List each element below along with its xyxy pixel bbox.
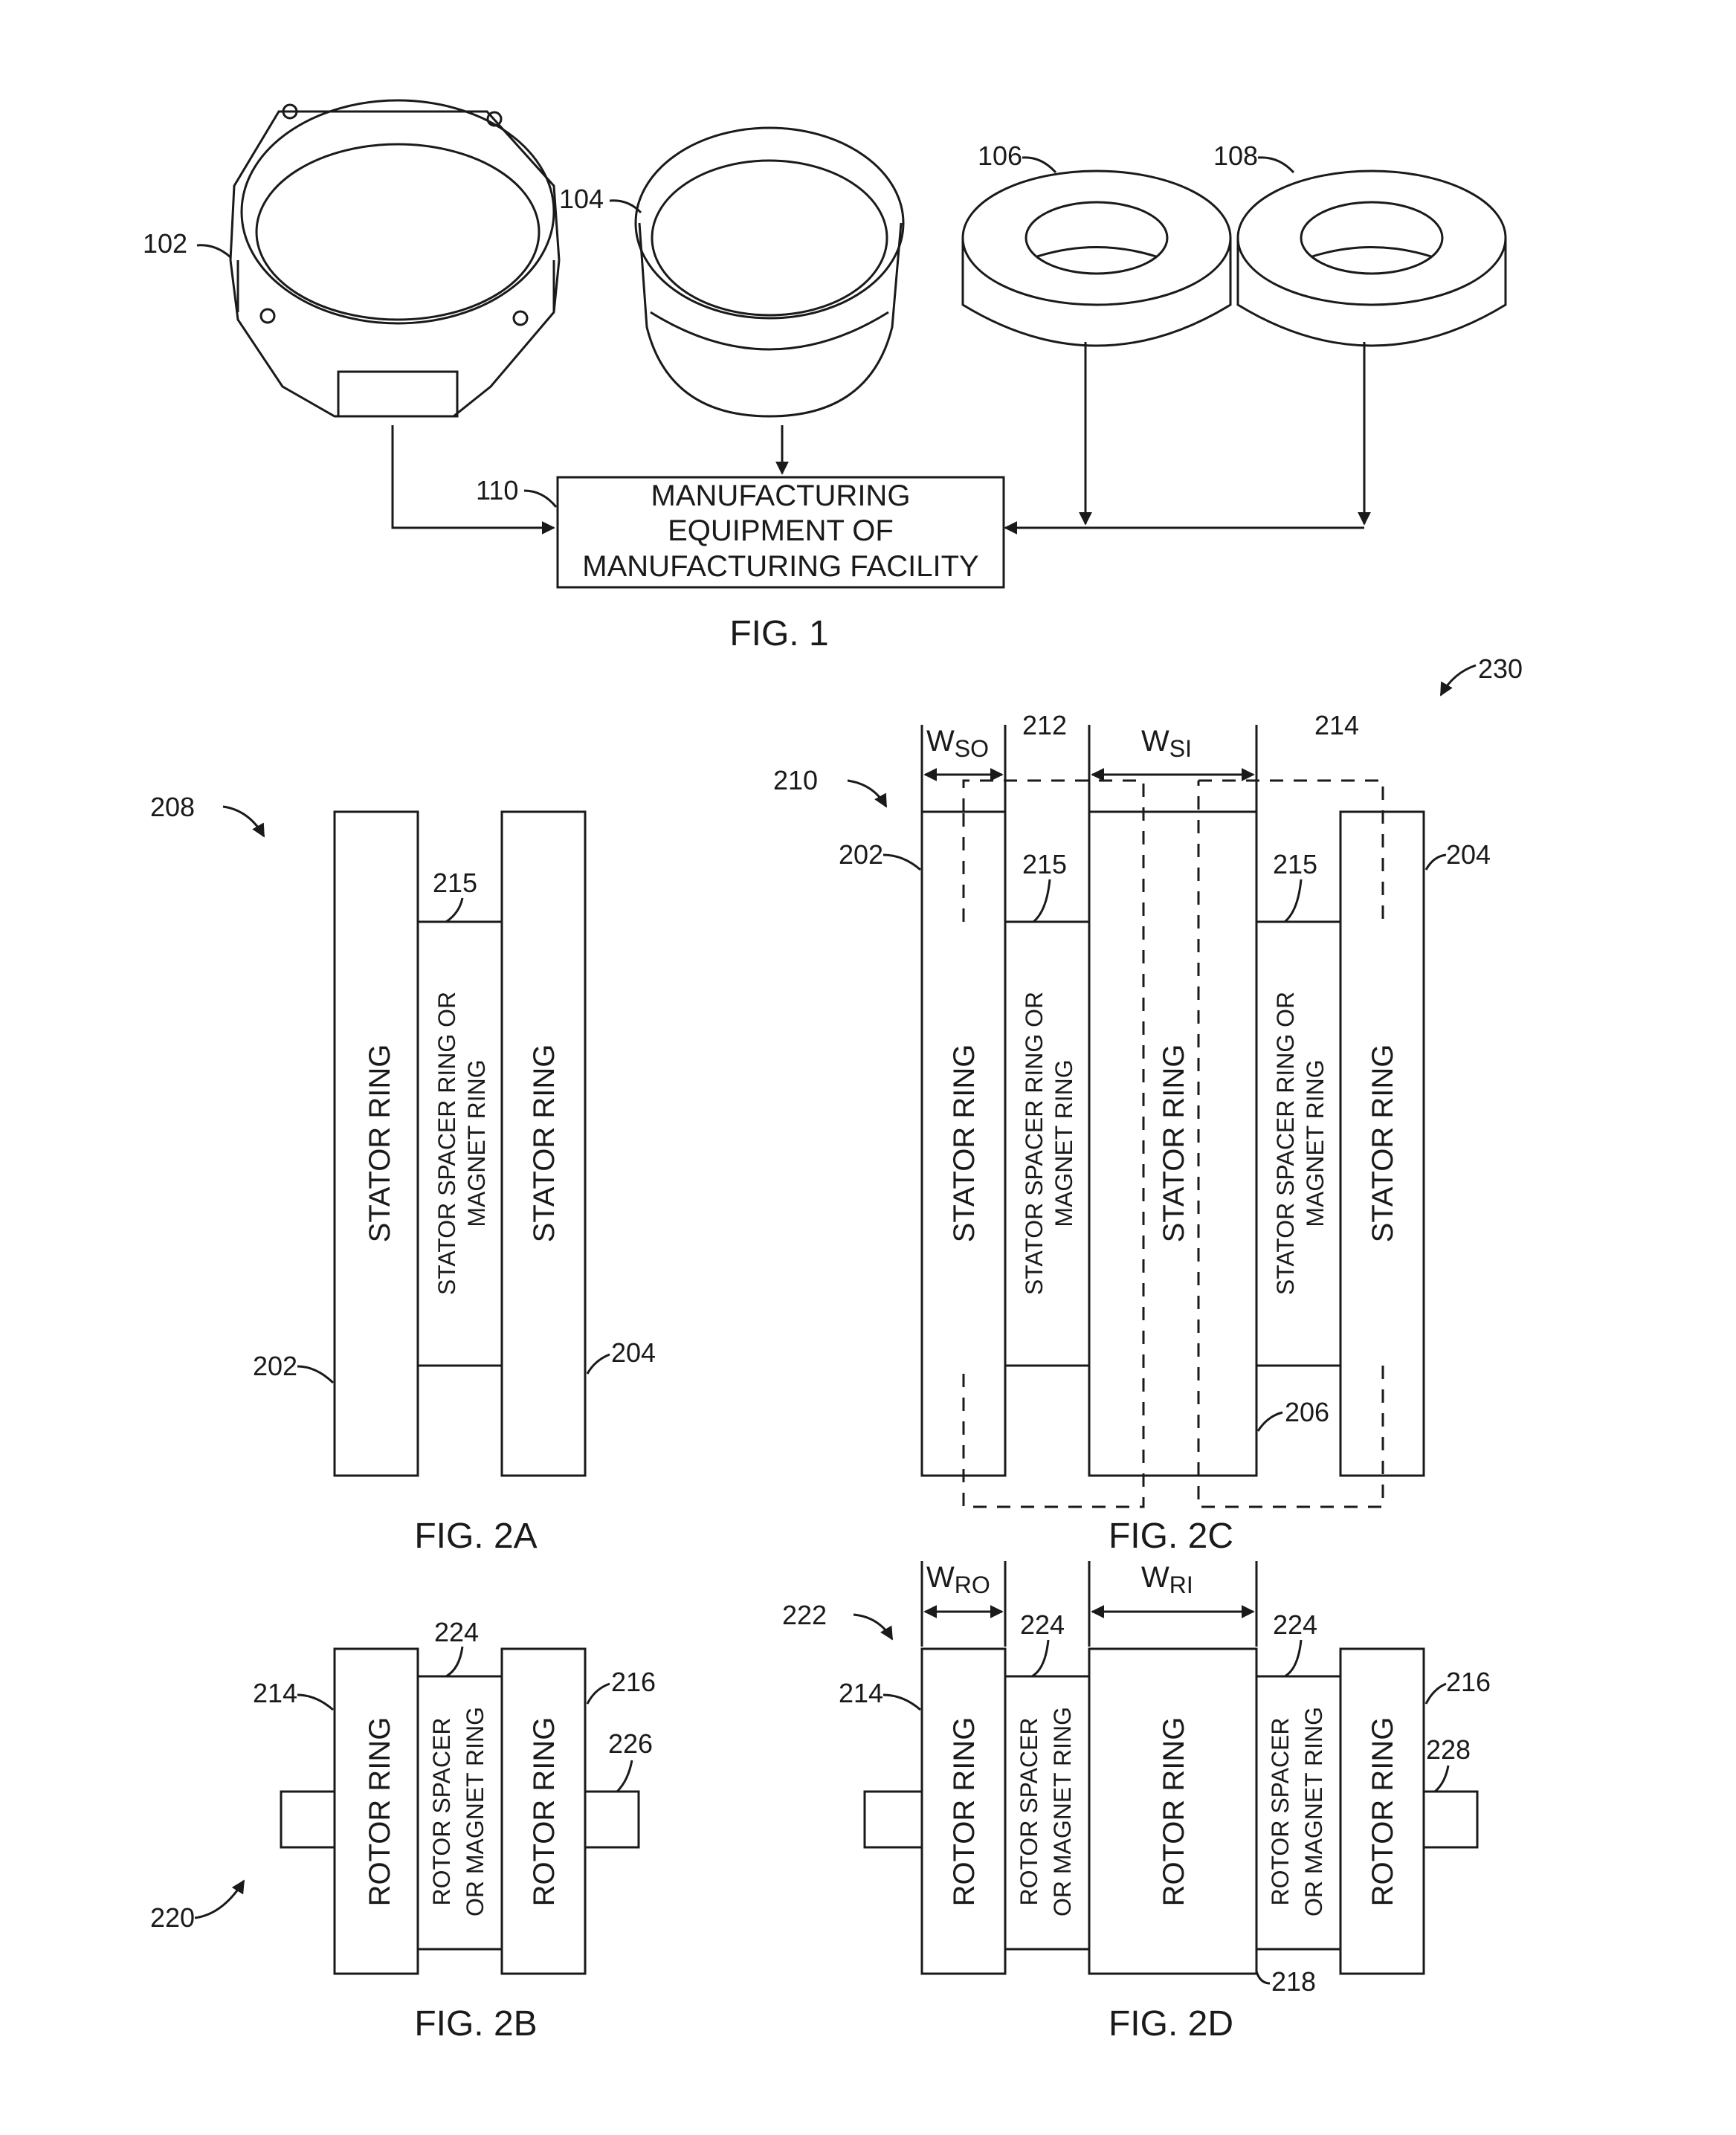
ref-214: 214 xyxy=(1314,710,1359,740)
equipment-line-1: MANUFACTURING xyxy=(651,479,911,512)
rotor-spacer-left-line-2: OR MAGNET RING xyxy=(1049,1707,1076,1916)
ref-214: 214 xyxy=(839,1678,883,1708)
fig2d: 222 WRO WRI ROTOR RING ROTOR RING ROTOR … xyxy=(782,1561,1491,2044)
rotor-spacer-left-line-1: ROTOR SPACER xyxy=(1016,1717,1042,1905)
ref-215: 215 xyxy=(433,868,477,898)
ref-202: 202 xyxy=(253,1351,297,1381)
ref-202: 202 xyxy=(839,839,883,870)
stator-ring-label-right: STATOR RING xyxy=(528,1044,561,1243)
rotor-spacer-right-line-1: ROTOR SPACER xyxy=(1267,1717,1294,1905)
ref-212: 212 xyxy=(1022,710,1067,740)
width-rotor-inner: WRI xyxy=(1141,1561,1193,1598)
fig1: 102 104 106 108 xyxy=(143,100,1506,653)
fig2b: ROTOR RING ROTOR RING ROTOR SPACER OR MA… xyxy=(150,1617,656,2044)
fig2b-caption: FIG. 2B xyxy=(414,2004,537,2044)
ref-218: 218 xyxy=(1271,1966,1316,1997)
rotor-housing-104 xyxy=(636,128,903,416)
ref-214: 214 xyxy=(253,1678,297,1708)
rotor-shaft-right xyxy=(1424,1792,1477,1847)
ref-108: 108 xyxy=(1213,140,1258,171)
ring-108 xyxy=(1238,171,1506,346)
fig2a: 208 STATOR RING STATOR RING STATOR SPACE… xyxy=(150,792,656,1556)
ref-102: 102 xyxy=(143,228,187,259)
ref-215-right: 215 xyxy=(1273,849,1317,879)
ref-224-left: 224 xyxy=(1020,1609,1065,1640)
width-stator-outer: WSO xyxy=(926,725,989,762)
fig2c: 230 210 WSO WSI STATOR RING STATOR RING … xyxy=(773,653,1523,1556)
spacer-label-line-2: MAGNET RING xyxy=(463,1059,490,1227)
ref-224: 224 xyxy=(434,1617,479,1647)
ref-204: 204 xyxy=(1446,839,1491,870)
rotor-shaft-right xyxy=(585,1792,639,1847)
ref-228: 228 xyxy=(1426,1734,1471,1765)
rotor-spacer-line-1: ROTOR SPACER xyxy=(428,1717,455,1905)
equipment-line-2: EQUIPMENT OF xyxy=(668,514,894,547)
rotor-ring-label-3: ROTOR RING xyxy=(1366,1717,1399,1907)
rotor-spacer-line-2: OR MAGNET RING xyxy=(462,1707,488,1916)
fig2a-caption: FIG. 2A xyxy=(414,1517,537,1556)
ref-110: 110 xyxy=(476,475,518,506)
ref-216: 216 xyxy=(1446,1667,1491,1697)
ref-220: 220 xyxy=(150,1902,195,1933)
fig2d-caption: FIG. 2D xyxy=(1109,2004,1233,2044)
ref-208: 208 xyxy=(150,792,195,822)
stator-housing-102 xyxy=(230,100,559,416)
ref-230: 230 xyxy=(1478,653,1523,684)
stator-ring-label-3: STATOR RING xyxy=(1366,1044,1399,1243)
rotor-ring-label-right: ROTOR RING xyxy=(528,1717,561,1907)
ref-204: 204 xyxy=(611,1337,656,1368)
rotor-ring-label-left: ROTOR RING xyxy=(364,1717,396,1907)
stator-ring-label-left: STATOR RING xyxy=(364,1044,396,1243)
spacer-right-line-1: STATOR SPACER RING OR xyxy=(1272,992,1299,1295)
spacer-left-line-2: MAGNET RING xyxy=(1051,1059,1077,1227)
spacer-right-line-2: MAGNET RING xyxy=(1302,1059,1329,1227)
width-rotor-outer: WRO xyxy=(926,1561,990,1598)
rotor-spacer-right-line-2: OR MAGNET RING xyxy=(1300,1707,1327,1916)
spacer-label-line-1: STATOR SPACER RING OR xyxy=(433,992,460,1295)
ref-210: 210 xyxy=(773,765,818,795)
ref-106: 106 xyxy=(978,140,1022,171)
ref-224-right: 224 xyxy=(1273,1609,1317,1640)
rotor-ring-label-2: ROTOR RING xyxy=(1158,1717,1190,1907)
ref-206: 206 xyxy=(1285,1397,1329,1427)
ref-222: 222 xyxy=(782,1600,827,1630)
fig1-caption: FIG. 1 xyxy=(729,614,828,653)
width-stator-inner: WSI xyxy=(1141,725,1192,762)
ring-106 xyxy=(963,171,1230,346)
ref-104: 104 xyxy=(559,184,604,214)
ref-216: 216 xyxy=(611,1667,656,1697)
ref-215-left: 215 xyxy=(1022,849,1067,879)
rotor-shaft-left xyxy=(281,1792,335,1847)
spacer-left-line-1: STATOR SPACER RING OR xyxy=(1021,992,1048,1295)
fig2c-caption: FIG. 2C xyxy=(1109,1517,1233,1556)
rotor-ring-label-1: ROTOR RING xyxy=(948,1717,981,1907)
equipment-line-3: MANUFACTURING FACILITY xyxy=(582,550,978,583)
ref-226: 226 xyxy=(608,1728,653,1759)
stator-ring-label-2: STATOR RING xyxy=(1158,1044,1190,1243)
stator-ring-label-1: STATOR RING xyxy=(948,1044,981,1243)
rotor-shaft-left xyxy=(865,1792,922,1847)
